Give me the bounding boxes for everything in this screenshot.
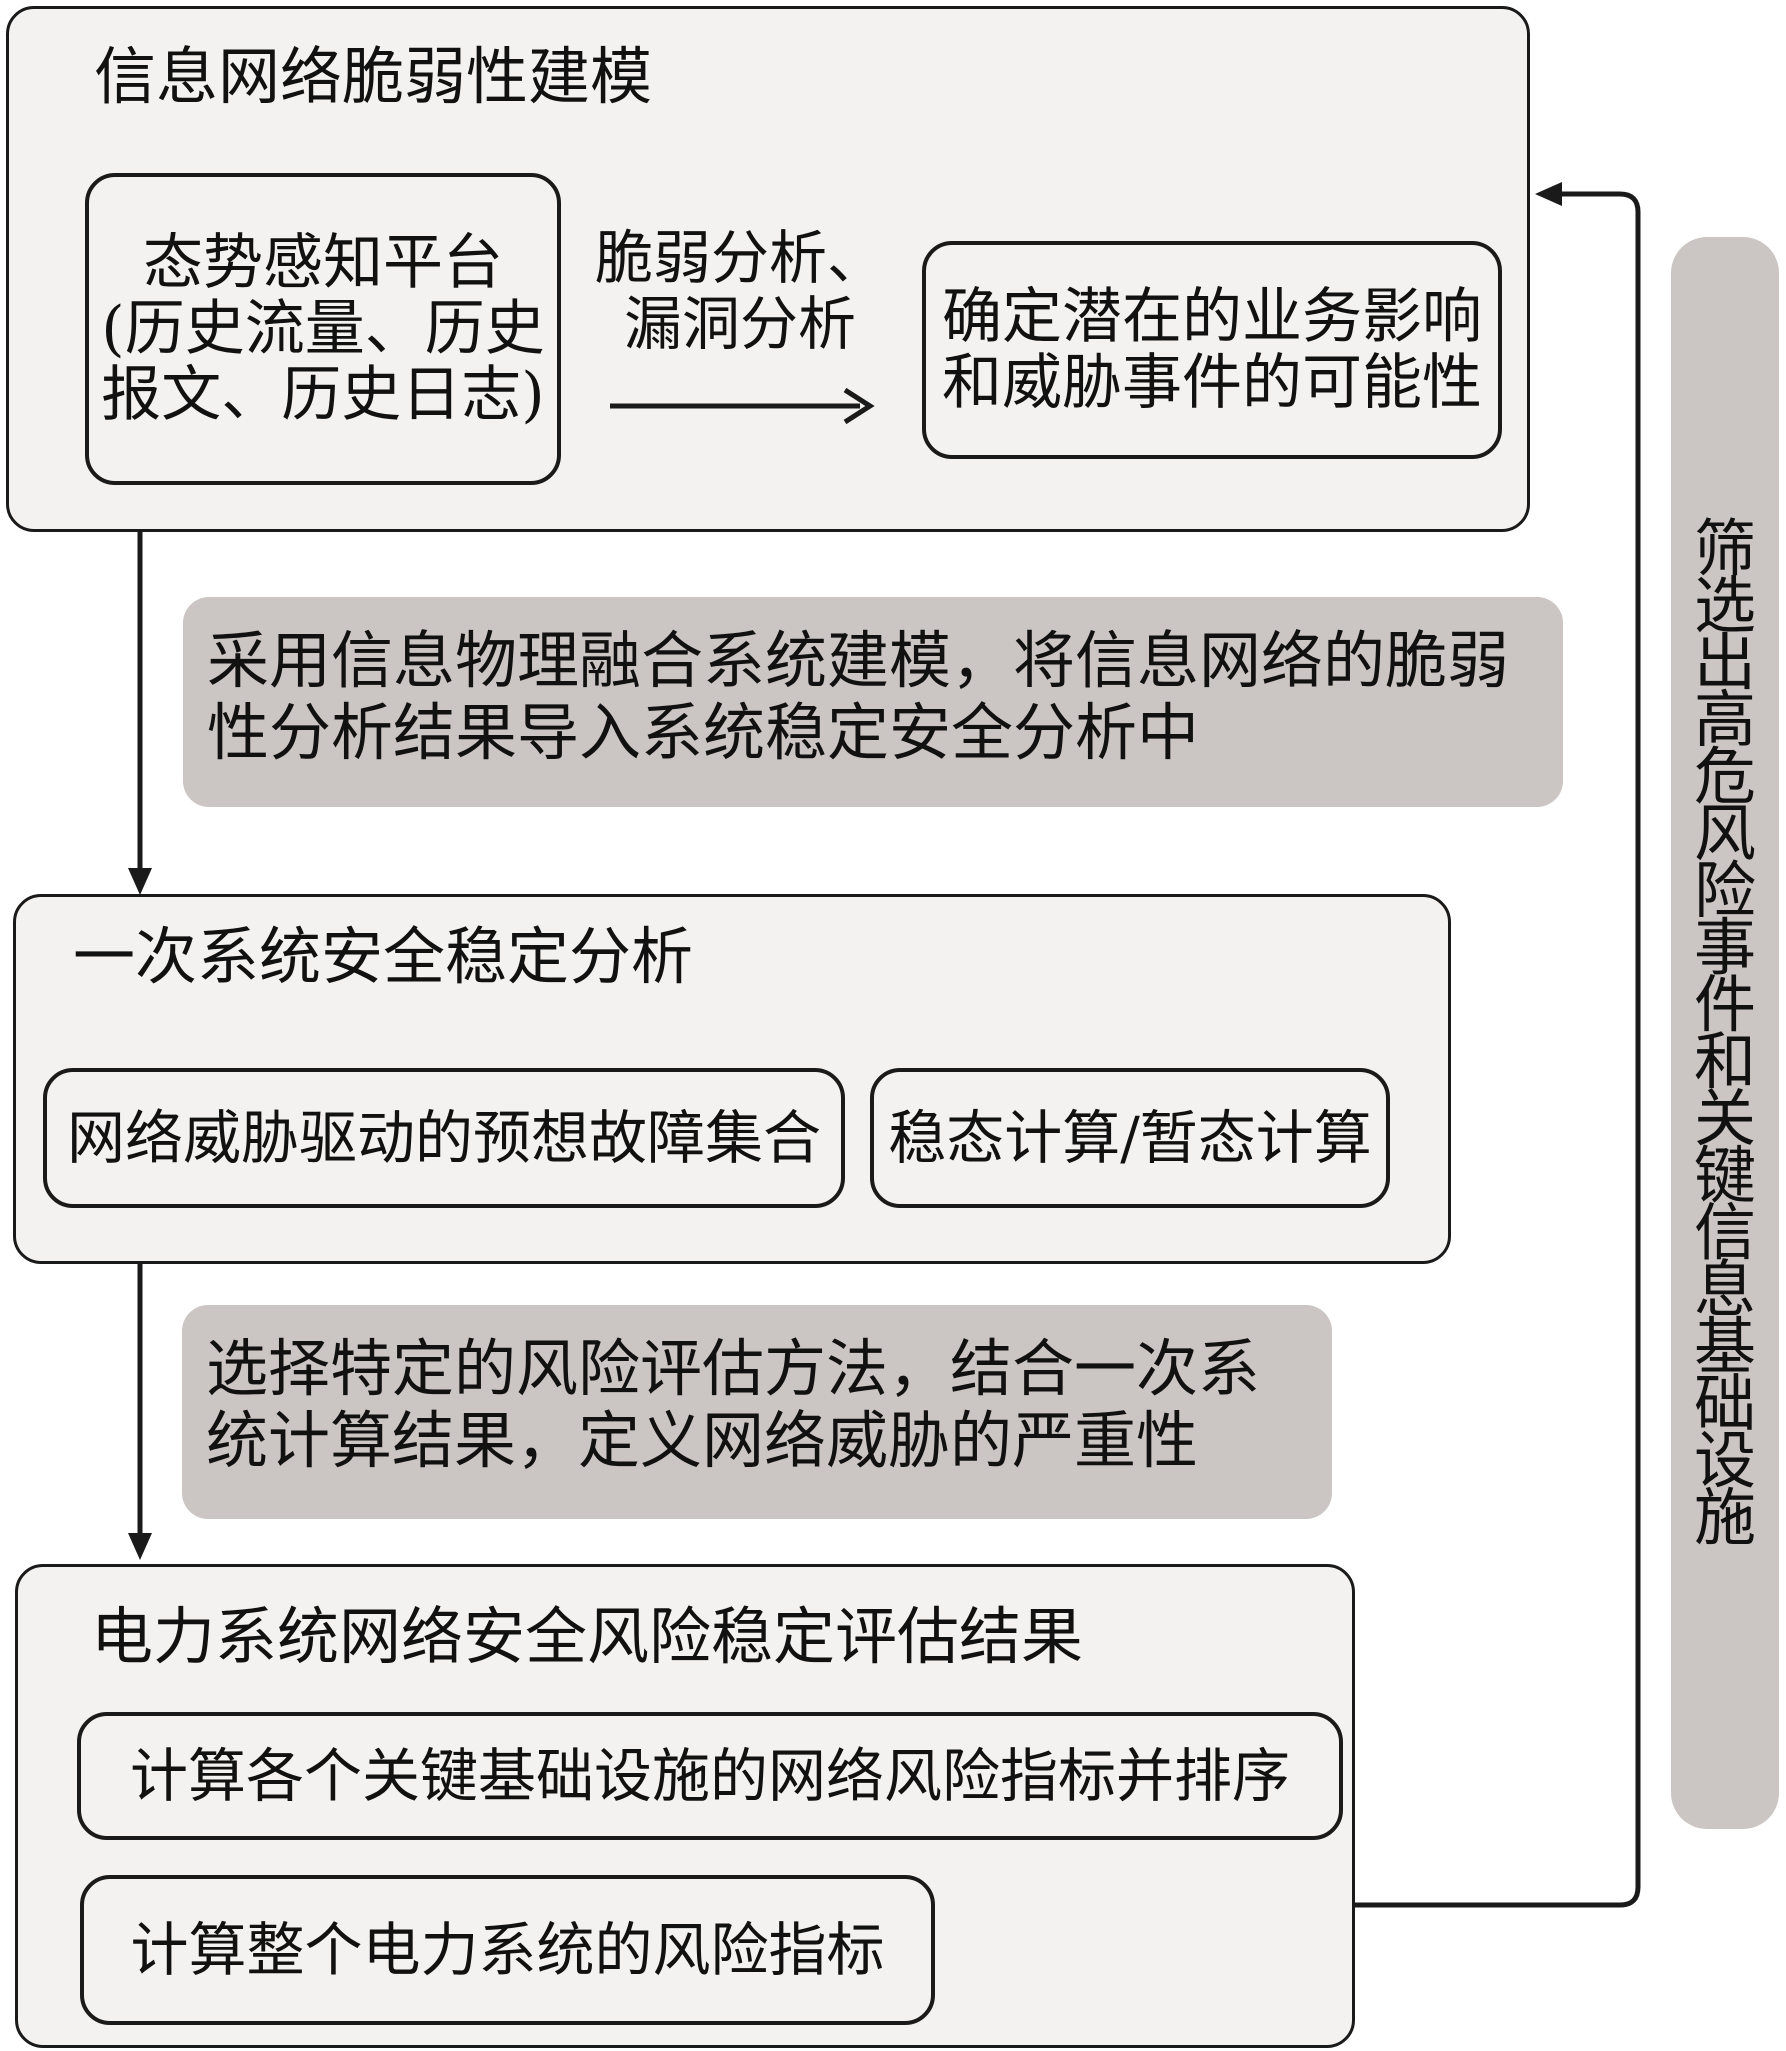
feedback-label-text: 筛选出高危风险事件和关键信息基础设施: [1693, 512, 1756, 1554]
arrowhead-feedback: [1535, 182, 1562, 206]
analysis-arrow-label: 脆弱分析、 漏洞分析: [594, 224, 885, 358]
infrastructure-risk-ranking: 计算各个关键基础设施的网络风险指标并排序: [77, 1712, 1343, 1840]
feedback-label: 筛选出高危风险事件和关键信息基础设施: [1671, 237, 1779, 1829]
arrowhead-block2: [128, 868, 152, 895]
impact-likelihood-box: 确定潜在的业务影响 和威胁事件的可能性: [922, 241, 1502, 459]
block3-title: 电力系统网络安全风险稳定评估结果: [91, 1600, 1084, 1673]
block1-title: 信息网络脆弱性建模: [94, 40, 653, 113]
arrowhead-analysis: [843, 387, 875, 425]
steady-transient-calculation: 稳态计算/暂态计算: [870, 1068, 1390, 1208]
note-cps-modeling: 采用信息物理融合系统建模，将信息网络的脆弱性分析结果导入系统稳定安全分析中: [183, 597, 1563, 807]
feedback-loop-line: [1355, 191, 1641, 1908]
situational-awareness-platform: 态势感知平台 (历史流量、历史 报文、历史日志): [85, 173, 561, 485]
threat-driven-contingency-set: 网络威胁驱动的预想故障集合: [43, 1068, 845, 1208]
block2-title: 一次系统安全稳定分析: [73, 920, 694, 993]
arrowhead-block3: [128, 1533, 152, 1560]
system-risk-index: 计算整个电力系统的风险指标: [80, 1875, 935, 2025]
note-risk-assessment: 选择特定的风险评估方法，结合一次系统计算结果，定义网络威胁的严重性: [182, 1305, 1332, 1519]
